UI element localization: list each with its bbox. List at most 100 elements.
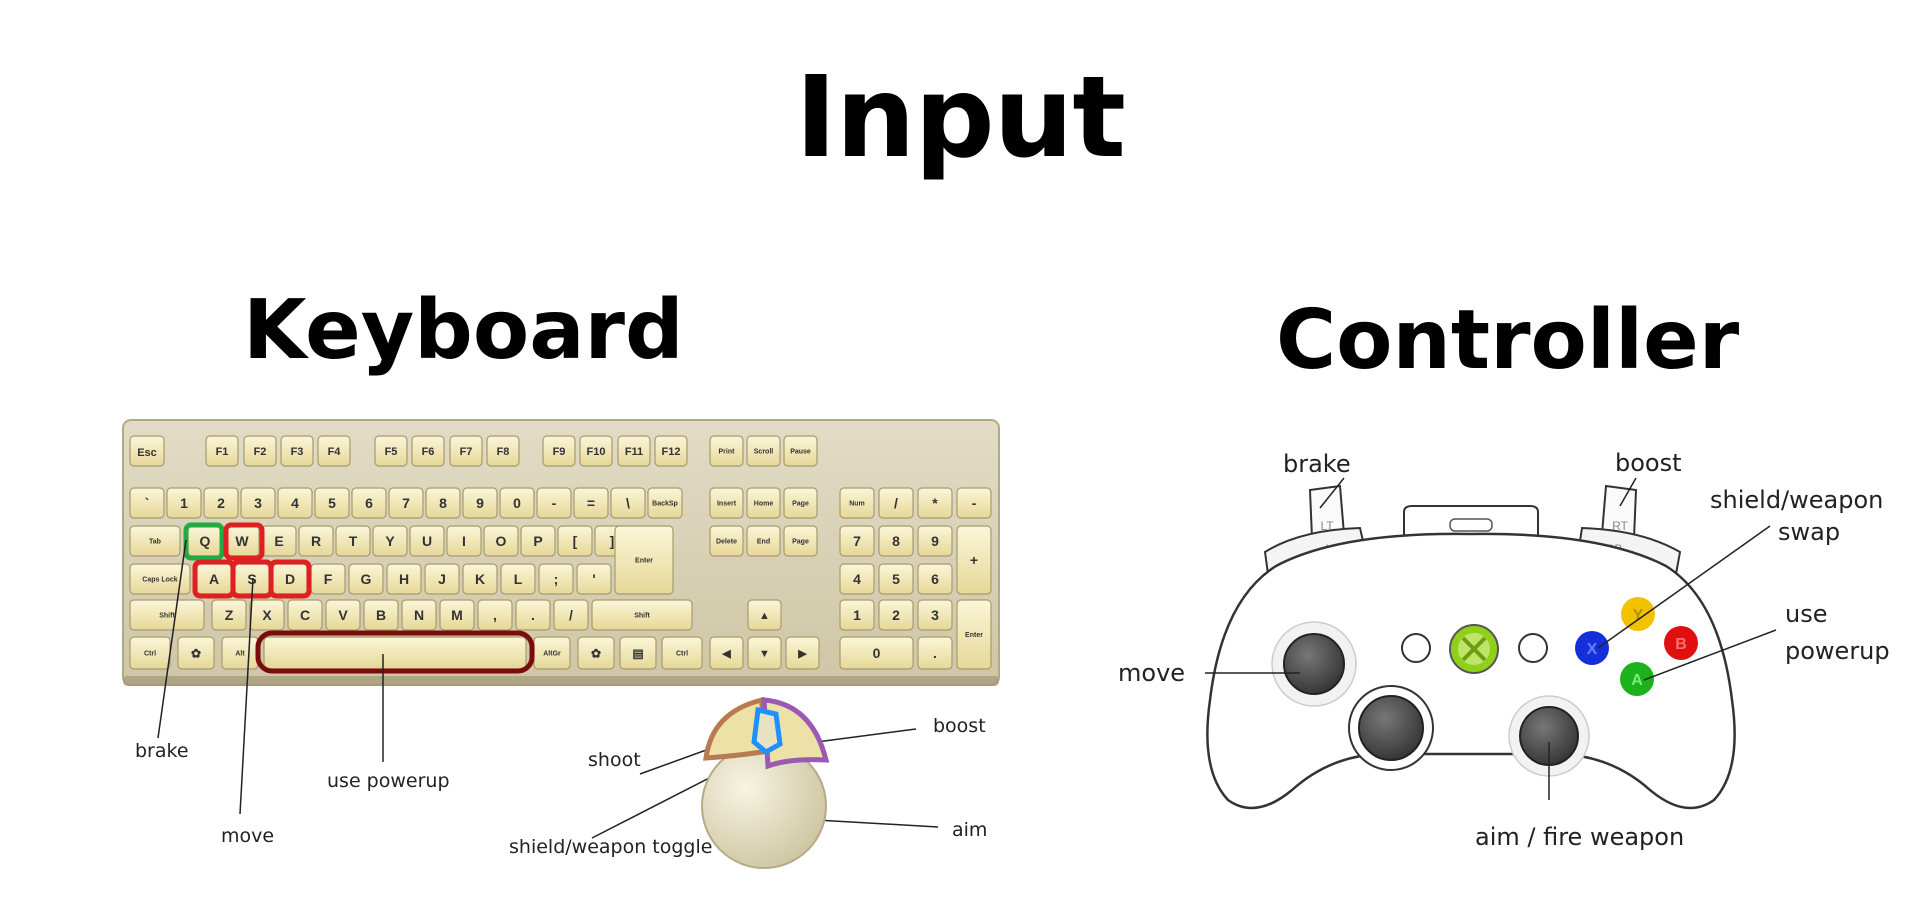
- y-button: [1621, 597, 1655, 631]
- label-use-2: powerup: [1785, 637, 1890, 665]
- key-num-plus: +: [956, 525, 992, 595]
- key-f5: F5: [374, 435, 408, 467]
- back-button: [1401, 633, 1431, 663]
- svg-text:Pause: Pause: [790, 449, 811, 456]
- svg-text:F5: F5: [385, 446, 398, 458]
- rt-label: RT: [1612, 519, 1628, 533]
- svg-text:1: 1: [853, 607, 861, 623]
- dpad: [1358, 695, 1424, 761]
- key-f11: F11: [617, 435, 651, 467]
- svg-text:F8: F8: [497, 446, 510, 458]
- svg-text:F3: F3: [291, 446, 304, 458]
- key-row4-2: X: [249, 599, 285, 631]
- svg-text:H: H: [399, 571, 409, 587]
- keyboard-heading: Keyboard: [243, 283, 684, 378]
- svg-text:/: /: [569, 607, 573, 623]
- svg-text:[: [: [573, 533, 578, 549]
- key-nav-3: Delete: [709, 525, 744, 557]
- svg-text:4: 4: [291, 495, 299, 511]
- space-highlight: [255, 630, 535, 674]
- key-nav-5: Page: [783, 525, 818, 557]
- svg-text:A: A: [1631, 672, 1643, 689]
- key-w: W: [224, 525, 260, 557]
- svg-text:✿: ✿: [591, 646, 601, 660]
- key-q: Q: [187, 525, 223, 557]
- svg-text:▤: ▤: [632, 646, 643, 660]
- b-button: [1664, 626, 1698, 660]
- key-sys-1: Scroll: [746, 435, 781, 467]
- svg-text:U: U: [422, 533, 432, 549]
- svg-text:S: S: [247, 571, 256, 587]
- svg-text:8: 8: [439, 495, 447, 511]
- key-row2-5: Y: [372, 525, 408, 557]
- svg-text:4: 4: [853, 571, 861, 587]
- svg-text:Q: Q: [200, 533, 211, 549]
- key-row1-13: \: [610, 487, 646, 519]
- svg-text:B: B: [1675, 636, 1687, 653]
- key-num-5: 5: [878, 563, 914, 595]
- svg-text:End: End: [757, 539, 770, 546]
- key-sys-0: Print: [709, 435, 744, 467]
- svg-text:F7: F7: [460, 446, 473, 458]
- svg-text:6: 6: [931, 571, 939, 587]
- key-f2: F2: [243, 435, 277, 467]
- key-right: ▶: [785, 636, 820, 670]
- key-num-8: 8: [878, 525, 914, 557]
- key-numlock: Num: [839, 487, 875, 519]
- svg-text:Enter: Enter: [635, 558, 653, 565]
- svg-text:Alt: Alt: [235, 651, 245, 658]
- key-row1-7: 7: [388, 487, 424, 519]
- svg-text:C: C: [300, 607, 310, 623]
- svg-text:2: 2: [892, 607, 900, 623]
- key-row3-10: ;: [538, 563, 574, 595]
- key-num-div: /: [878, 487, 914, 519]
- svg-text:D: D: [285, 571, 295, 587]
- svg-text:V: V: [338, 607, 348, 623]
- svg-text:F: F: [324, 571, 333, 587]
- key-sys-2: Pause: [783, 435, 818, 467]
- svg-text:Page: Page: [792, 501, 809, 508]
- svg-text:Caps Lock: Caps Lock: [142, 577, 178, 584]
- key-enter: Enter: [614, 525, 674, 595]
- key-space: [263, 636, 527, 670]
- svg-text:]: ]: [610, 533, 615, 549]
- key-row1-5: 5: [314, 487, 350, 519]
- mouse: [701, 696, 830, 869]
- label-boost-mouse: boost: [933, 715, 986, 737]
- svg-text:9: 9: [931, 533, 939, 549]
- label-brake-controller: brake: [1283, 450, 1351, 478]
- label-shield-swap-2: swap: [1778, 518, 1840, 546]
- key-win-right: ✿: [577, 636, 615, 670]
- key-row2-6: U: [409, 525, 445, 557]
- controller-callouts: [1205, 477, 1777, 800]
- svg-text:F2: F2: [254, 446, 267, 458]
- svg-text:5: 5: [892, 571, 900, 587]
- key-f3: F3: [280, 435, 314, 467]
- svg-text:3: 3: [931, 607, 939, 623]
- mouse-right-button: [761, 697, 830, 770]
- svg-text:,: ,: [493, 607, 497, 623]
- svg-text:B: B: [376, 607, 386, 623]
- key-nav-1: Home: [746, 487, 781, 519]
- key-win-left: ✿: [177, 636, 215, 670]
- start-button: [1518, 633, 1548, 663]
- svg-text:Shift: Shift: [634, 613, 650, 620]
- svg-text:◀: ◀: [721, 648, 731, 660]
- svg-text:I: I: [462, 533, 466, 549]
- key-up: ▲: [747, 599, 782, 631]
- svg-text:7: 7: [853, 533, 861, 549]
- key-row3-6: H: [386, 563, 422, 595]
- key-num-7: 7: [839, 525, 875, 557]
- key-row4-4: V: [325, 599, 361, 631]
- svg-text:8: 8: [892, 533, 900, 549]
- label-aim-fire: aim / fire weapon: [1475, 823, 1684, 851]
- key-f8: F8: [486, 435, 520, 467]
- svg-text:✿: ✿: [191, 646, 201, 660]
- key-num-2: 2: [878, 599, 914, 631]
- svg-text:X: X: [1587, 641, 1598, 658]
- move-key-w-highlight: [223, 522, 265, 561]
- key-left: ◀: [709, 636, 744, 670]
- key-menu: ▤: [619, 636, 657, 670]
- svg-text:Shift: Shift: [159, 613, 175, 620]
